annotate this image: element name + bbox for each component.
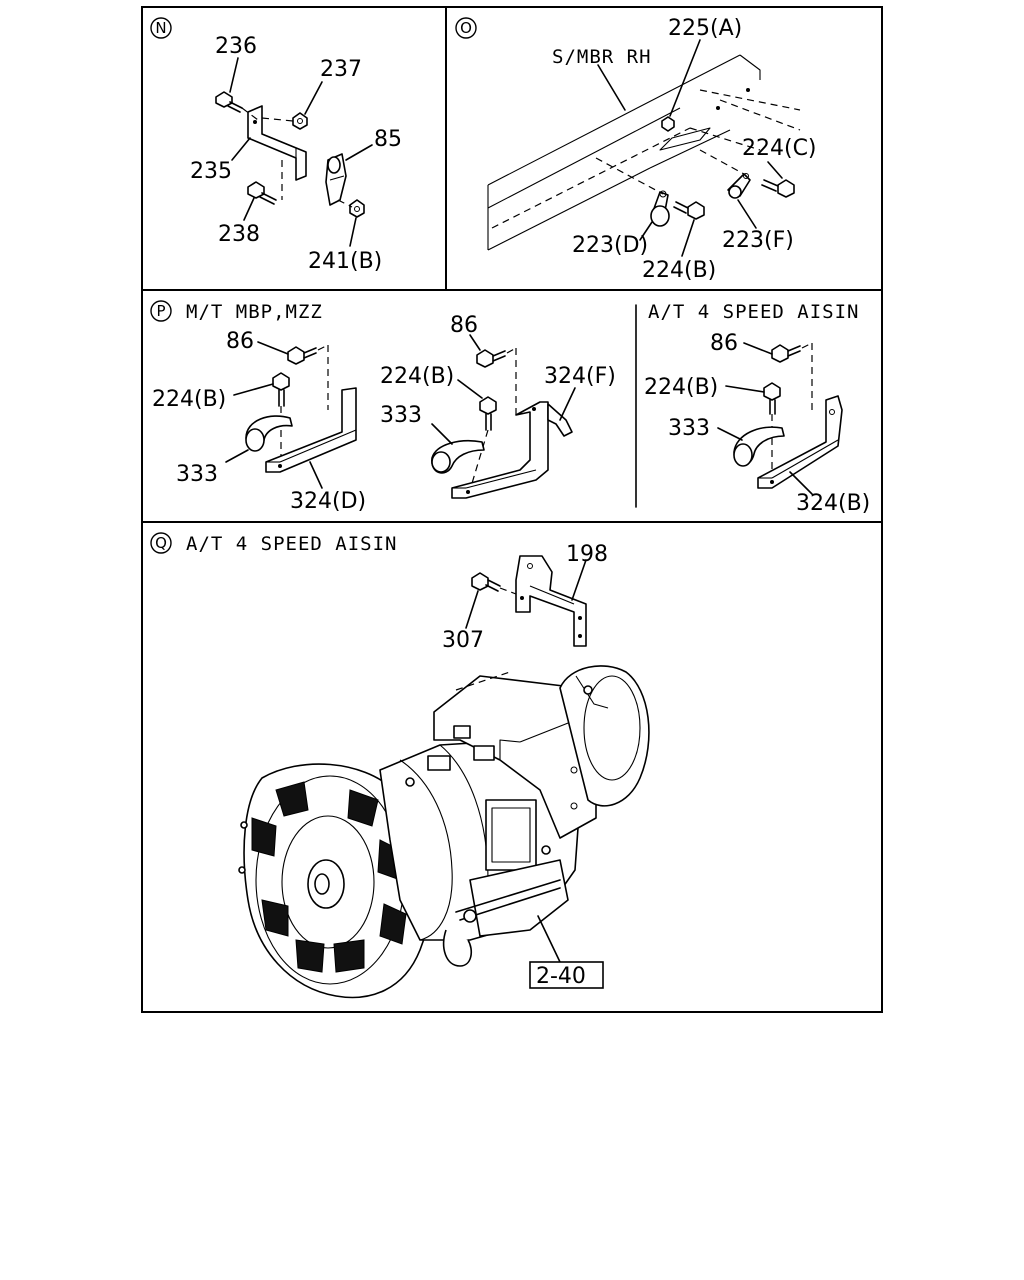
bolt-224b-icon — [673, 201, 705, 220]
nut-225a-icon — [661, 116, 675, 132]
section-p-at: A/T 4 SPEED AISIN 86 224( — [644, 301, 870, 516]
label-224b-left: 224(B) — [152, 387, 226, 412]
label-324d: 324(D) — [290, 489, 366, 514]
section-q-marker: Q — [150, 532, 172, 554]
section-n-marker: N — [150, 17, 172, 39]
bracket-324d-icon — [265, 387, 357, 473]
label-ref-2-40: 2-40 — [536, 964, 586, 989]
section-n-marker-text: N — [155, 19, 166, 37]
label-223f: 223(F) — [722, 228, 794, 253]
label-86-right: 86 — [710, 331, 738, 356]
label-86-middle: 86 — [450, 313, 478, 338]
clip-333-middle-icon — [431, 440, 485, 474]
label-324b: 324(B) — [796, 491, 870, 516]
clip-223f-icon — [727, 173, 751, 199]
bolt-224b-right-icon — [763, 382, 781, 415]
bolt-224b-middle-icon — [479, 396, 497, 431]
label-85: 85 — [374, 127, 402, 152]
caption-at-4-speed-aisin-bottom: A/T 4 SPEED AISIN — [186, 533, 397, 555]
label-223d: 223(D) — [572, 233, 648, 258]
nut-237-icon — [292, 112, 308, 130]
nut-241b-icon — [349, 199, 365, 218]
clip-333-left-icon — [245, 415, 293, 452]
label-235: 235 — [190, 159, 232, 184]
bolt-224c-icon — [761, 179, 795, 198]
section-o: O S/MBR RH — [455, 16, 817, 283]
label-224b: 224(B) — [642, 258, 716, 283]
label-307: 307 — [442, 628, 484, 653]
label-86-left: 86 — [226, 329, 254, 354]
caption-mt-mbp-mzz: M/T MBP,MZZ — [186, 301, 323, 323]
label-241b: 241(B) — [308, 249, 382, 274]
section-o-marker-text: O — [460, 19, 472, 37]
section-q-marker-text: Q — [155, 534, 167, 552]
label-238: 238 — [218, 222, 260, 247]
section-p-marker: P — [150, 300, 172, 322]
label-237: 237 — [320, 57, 362, 82]
bolt-236-icon — [215, 91, 243, 113]
bolt-86-right-icon — [771, 344, 801, 363]
section-q: Q A/T 4 SPEED AISIN — [150, 532, 650, 999]
section-n: N — [150, 17, 402, 274]
bracket-198-icon — [515, 555, 587, 647]
label-333-middle: 333 — [380, 403, 422, 428]
bracket-235-icon — [247, 105, 307, 181]
clip-223d-icon — [650, 190, 670, 227]
label-236: 236 — [215, 34, 257, 59]
label-198: 198 — [566, 542, 608, 567]
section-o-marker: O — [455, 17, 477, 39]
bolt-224b-left-icon — [272, 372, 290, 407]
label-324f: 324(F) — [544, 364, 616, 389]
bolt-307-icon — [471, 572, 501, 592]
bracket-324b-icon — [757, 395, 843, 489]
label-225a: 225(A) — [668, 16, 742, 41]
section-p: P M/T MBP,MZZ 86 — [150, 300, 616, 514]
label-333-right: 333 — [668, 416, 710, 441]
section-p-marker-text: P — [156, 302, 165, 320]
bolt-86-left-icon — [287, 346, 317, 365]
bolt-238-icon — [247, 181, 277, 205]
side-member-icon — [487, 54, 801, 251]
caption-smbr-rh: S/MBR RH — [552, 46, 652, 68]
caption-at-4-speed-aisin-top: A/T 4 SPEED AISIN — [648, 301, 859, 323]
label-333-left: 333 — [176, 462, 218, 487]
clip-85-icon — [325, 153, 347, 206]
clip-333-right-icon — [733, 426, 785, 467]
diagram-frames — [141, 6, 883, 1013]
label-224b-right: 224(B) — [644, 375, 718, 400]
reference-box — [529, 961, 604, 989]
bolt-86-middle-icon — [476, 349, 506, 368]
label-224c: 224(C) — [742, 136, 817, 161]
transmission-assembly-icon — [238, 665, 650, 999]
label-224b-middle: 224(B) — [380, 364, 454, 389]
